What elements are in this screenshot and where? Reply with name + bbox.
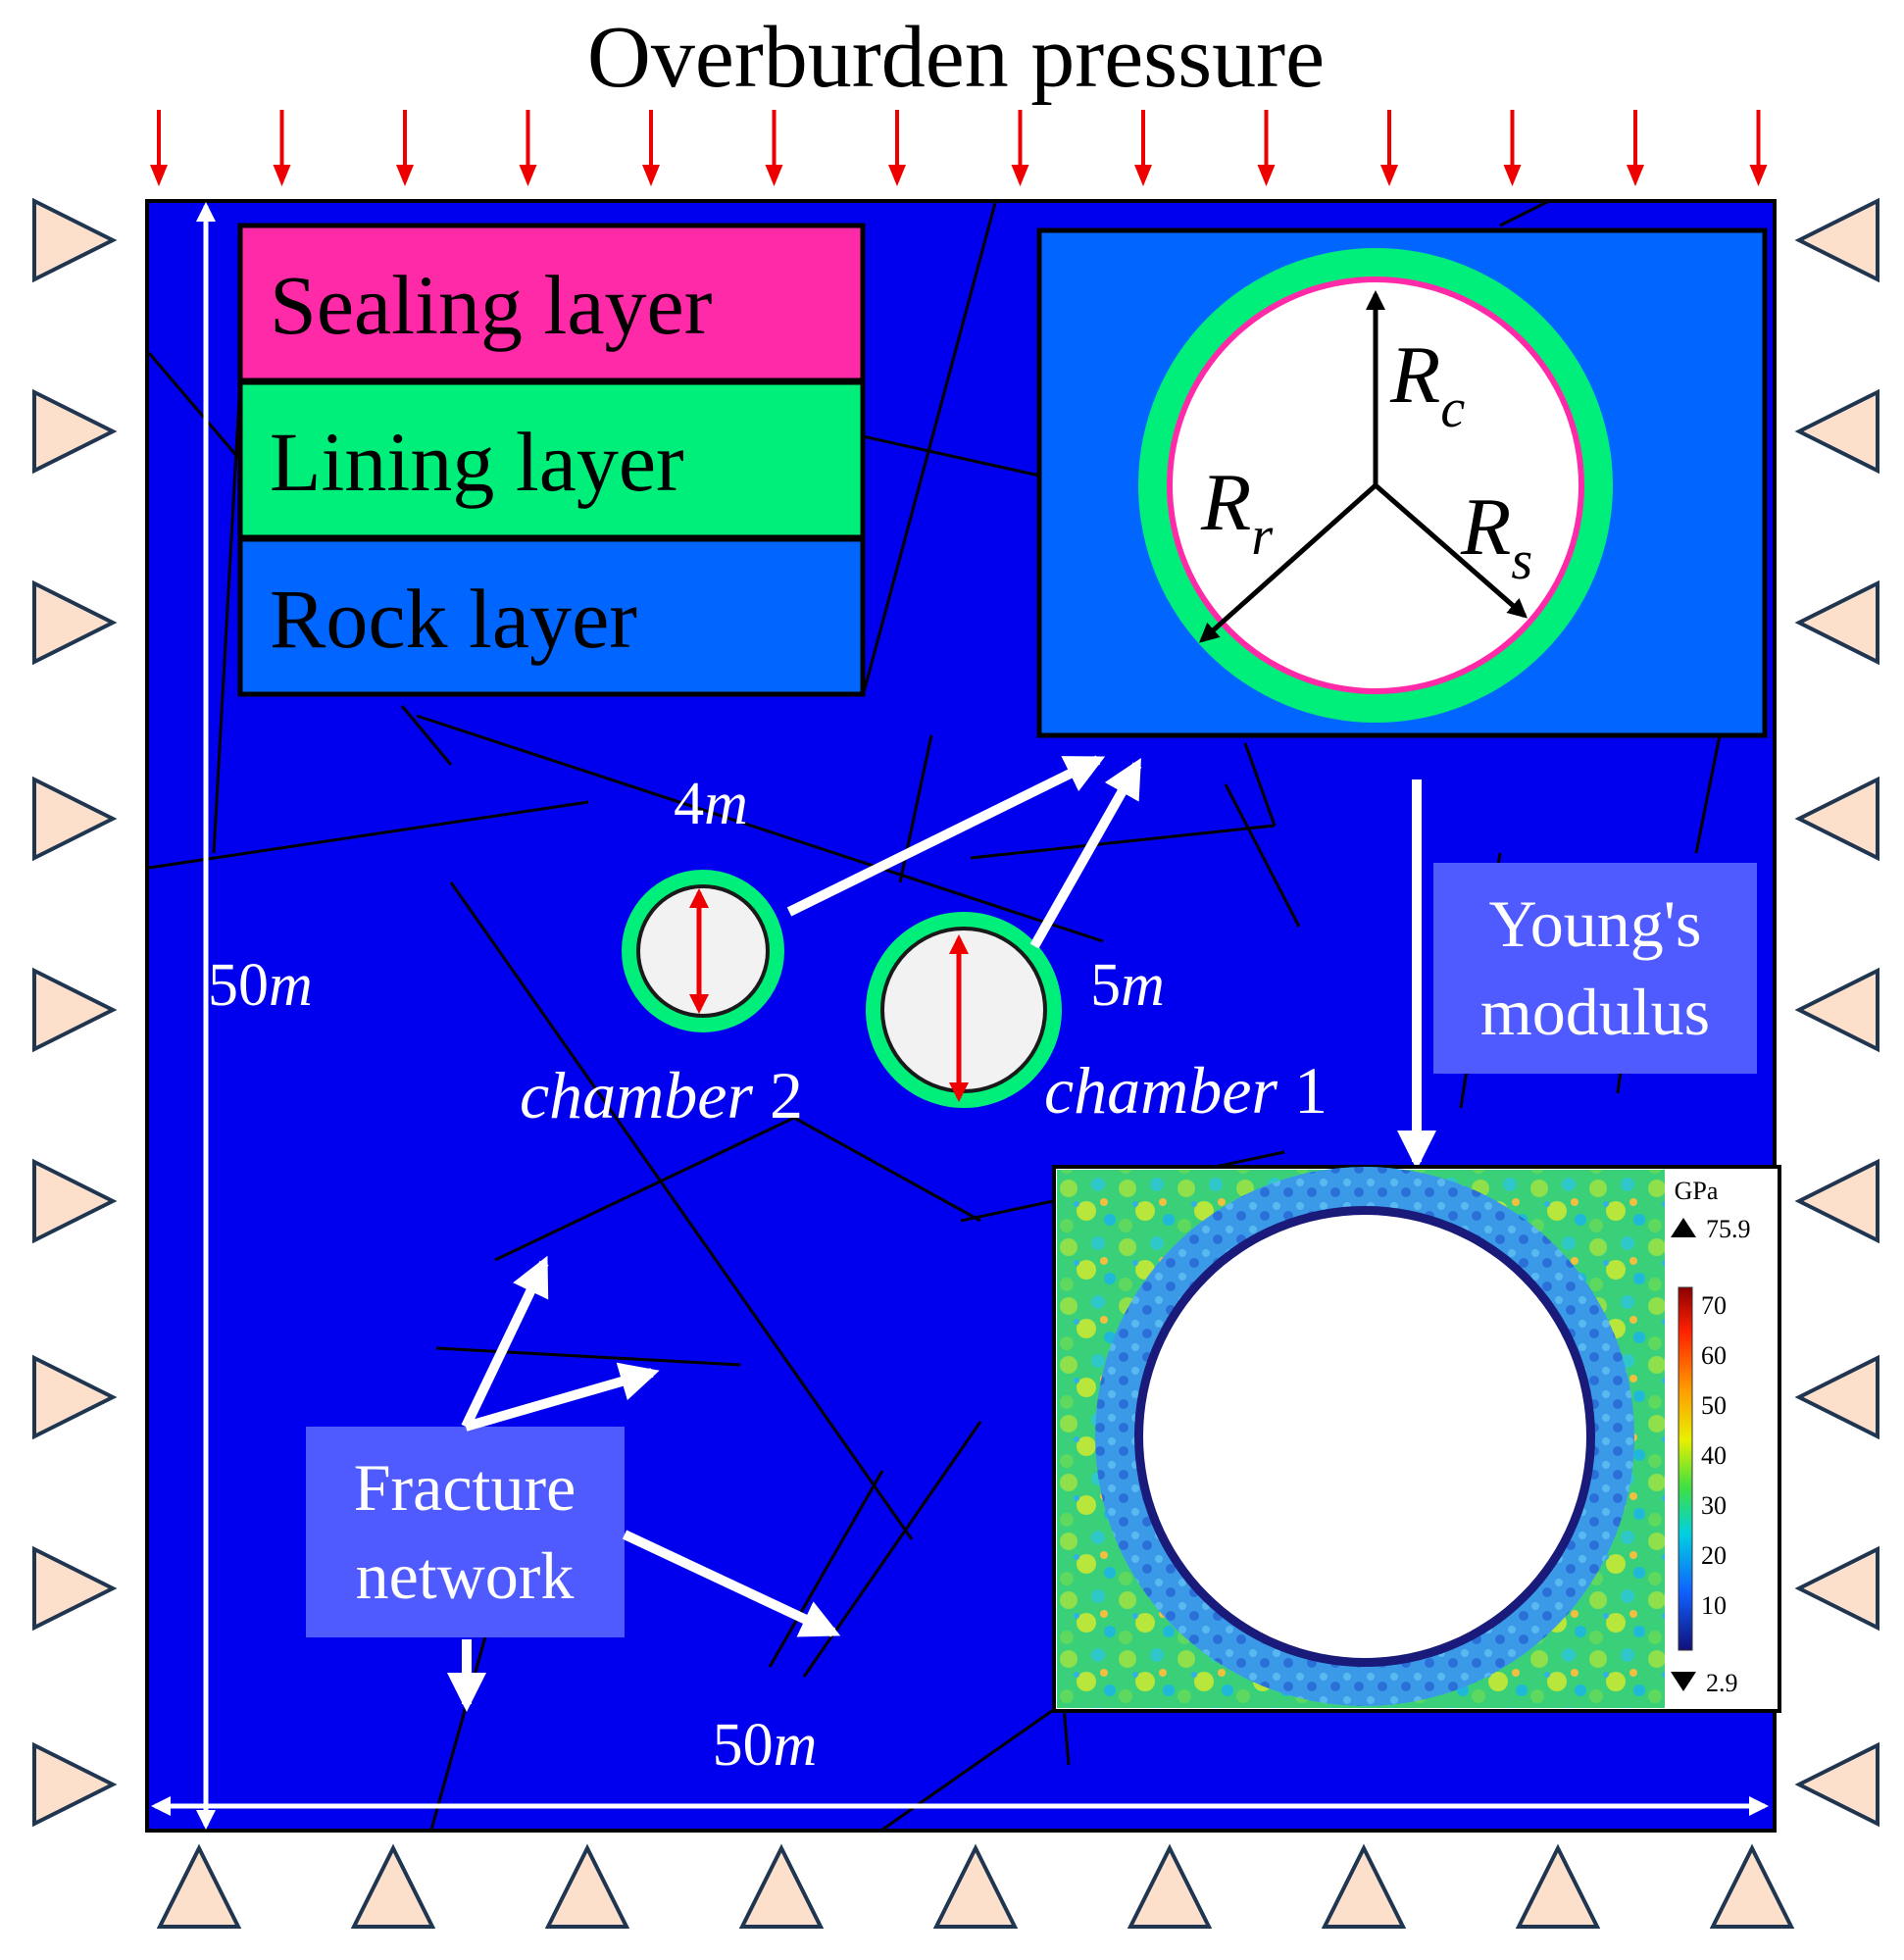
roller-support-icon <box>1794 1545 1879 1632</box>
pressure-arrow-icon <box>519 110 537 186</box>
pressure-arrow-icon <box>273 110 291 186</box>
pressure-arrow-icon <box>1503 110 1522 186</box>
roller-support-icon <box>1794 776 1879 862</box>
colorbar-tick-label: 60 <box>1701 1341 1727 1370</box>
chamber-1-diameter: 5m <box>1090 952 1165 1019</box>
colorbar-tick-label: 40 <box>1701 1441 1727 1470</box>
roller-support-icon <box>32 1354 118 1440</box>
pressure-arrow-icon <box>150 110 168 186</box>
pressure-arrow-icon <box>642 110 660 186</box>
roller-support-icon <box>32 579 118 666</box>
roller-support-icon <box>32 197 118 283</box>
material-legend: Sealing layer Lining layer Rock layer <box>237 223 866 697</box>
roller-support-icon <box>32 1545 118 1632</box>
roller-support-icon <box>1794 388 1879 475</box>
colorbar-tick-label: 30 <box>1701 1491 1727 1520</box>
height-dimension-label: 50m <box>208 952 313 1019</box>
radius-label-rs: Rs <box>1460 481 1532 591</box>
colorbar-unit: GPa <box>1675 1177 1719 1205</box>
colorbar-tick-label: 70 <box>1701 1291 1727 1320</box>
radius-label-rc: Rc <box>1389 329 1465 439</box>
bottom-supports <box>156 1843 1795 1929</box>
youngs-label-line2: modulus <box>1480 975 1710 1049</box>
chamber-1 <box>866 912 1062 1108</box>
colorbar-tick-label: 20 <box>1701 1541 1727 1570</box>
roller-support-icon <box>1709 1843 1795 1929</box>
roller-support-icon <box>544 1843 630 1929</box>
fracture-label-line2: network <box>356 1538 575 1613</box>
left-supports <box>32 197 118 1828</box>
roller-support-icon <box>1794 579 1879 666</box>
fracture-arrows <box>447 1255 841 1712</box>
roller-support-icon <box>1794 1158 1879 1244</box>
roller-support-icon <box>156 1843 242 1929</box>
pressure-arrow-icon <box>1011 110 1029 186</box>
chamber-to-inset-arrows <box>786 755 1436 1170</box>
roller-support-icon <box>32 1158 118 1244</box>
roller-support-icon <box>1321 1843 1407 1929</box>
pressure-arrow-icon <box>1749 110 1768 186</box>
roller-support-icon <box>350 1843 436 1929</box>
roller-support-icon <box>1794 967 1879 1053</box>
roller-support-icon <box>1794 1741 1879 1828</box>
youngs-modulus-label: Young's modulus <box>1433 863 1757 1074</box>
legend-swatch-lining <box>237 379 866 540</box>
roller-support-icon <box>32 776 118 862</box>
colorbar-max: 75.9 <box>1706 1215 1751 1243</box>
colorbar <box>1678 1286 1693 1651</box>
roller-support-icon <box>1794 1354 1879 1440</box>
legend-label-lining: Lining layer <box>270 415 684 509</box>
roller-support-icon <box>32 388 118 475</box>
colorbar-min: 2.9 <box>1706 1669 1738 1697</box>
pressure-arrow-icon <box>1627 110 1644 186</box>
pressure-arrow-icon <box>1380 110 1398 186</box>
legend-swatch-sealing <box>237 223 866 383</box>
roller-support-icon <box>1794 197 1879 283</box>
roller-support-icon <box>1515 1843 1601 1929</box>
roller-support-icon <box>932 1843 1019 1929</box>
figure-title: Overburden pressure <box>587 9 1325 106</box>
youngs-label-line1: Young's <box>1488 886 1701 961</box>
dimension-lines <box>151 202 1769 1830</box>
right-supports <box>1794 197 1879 1828</box>
width-dimension-label: 50m <box>713 1712 818 1779</box>
legend-label-rock: Rock layer <box>270 572 637 666</box>
roller-support-icon <box>32 967 118 1053</box>
legend-label-sealing: Sealing layer <box>270 258 712 352</box>
radius-label-rr: Rr <box>1200 457 1273 567</box>
pressure-arrow-icon <box>396 110 414 186</box>
colorbar-ticks: 70 60 50 40 30 20 10 <box>1701 1291 1727 1620</box>
roller-support-icon <box>738 1843 825 1929</box>
colorbar-tick-label: 10 <box>1701 1591 1727 1620</box>
fracture-network-label: Fracture network <box>306 1427 625 1637</box>
chamber-2 <box>622 870 784 1032</box>
min-triangle-icon <box>1671 1672 1696 1691</box>
chamber-2-label: chamber 2 <box>520 1058 803 1132</box>
roller-support-icon <box>1127 1843 1213 1929</box>
pressure-arrow-icon <box>1134 110 1152 186</box>
youngs-modulus-inset: GPa 75.9 2.9 70 60 50 40 30 20 10 <box>1052 1165 1781 1713</box>
chamber-detail-inset: Rc Rr Rs <box>1036 227 1768 738</box>
chamber-1-label: chamber 1 <box>1044 1053 1328 1128</box>
legend-swatch-rock <box>237 536 866 697</box>
roller-support-icon <box>32 1741 118 1828</box>
fracture-label-line1: Fracture <box>354 1450 576 1525</box>
pressure-arrows <box>150 110 1768 186</box>
pressure-arrow-icon <box>888 110 906 186</box>
max-triangle-icon <box>1671 1218 1696 1237</box>
pressure-arrow-icon <box>765 110 783 186</box>
chamber-2-diameter: 4m <box>674 771 748 837</box>
colorbar-tick-label: 50 <box>1701 1391 1727 1420</box>
pressure-arrow-icon <box>1257 110 1276 186</box>
